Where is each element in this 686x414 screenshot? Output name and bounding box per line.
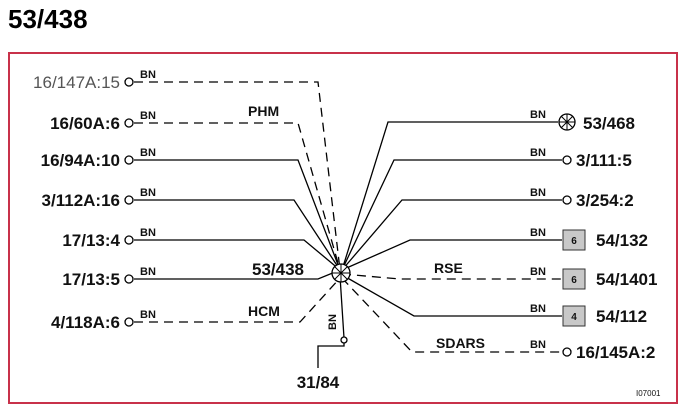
right-connector-label: 54/132 [596, 231, 648, 250]
diagram-frame [8, 52, 678, 404]
left-wire-1: 16/147A:15 BN [33, 69, 341, 271]
right-connector-label: 54/112 [596, 307, 647, 326]
figure-code: I07001 [636, 389, 661, 398]
lamp-icon [558, 113, 576, 131]
splice-label: 53/438 [252, 260, 304, 279]
right-wire-2: BN 3/111:5 [341, 147, 632, 271]
right-wire-5: RSE BN 6 54/1401 [341, 260, 657, 290]
ground-wire: BN 31/84 [297, 275, 348, 392]
wire-color-label: BN [140, 110, 156, 122]
page-title: 53/438 [8, 4, 88, 34]
wire-color-label: BN [140, 227, 156, 239]
right-wire-4: BN 6 54/132 [341, 227, 648, 271]
section-label-sdars: SDARS [436, 335, 485, 351]
left-wire-7: 4/118A:6 BN HCM [51, 277, 341, 332]
right-wire-3: BN 3/254:2 [341, 187, 634, 271]
right-connector-label: 16/145A:2 [576, 343, 655, 362]
connector-box-number: 6 [571, 236, 577, 247]
left-connector-label: 16/94A:10 [41, 151, 120, 170]
left-wire-4: 3/112A:16 BN [42, 187, 341, 271]
left-connector-label: 3/112A:16 [42, 191, 120, 210]
connector-box-number: 6 [571, 275, 577, 286]
wire-color-label: BN [140, 309, 156, 321]
ground-label: 31/84 [297, 373, 340, 392]
right-connector-label: 3/254:2 [576, 191, 634, 210]
section-label-phm: PHM [248, 103, 279, 119]
wire-color-label: BN [140, 69, 156, 81]
splice-icon [331, 263, 351, 283]
wire-color-label: BN [140, 266, 156, 278]
right-connector-label: 53/468 [583, 114, 635, 133]
wire-color-label: BN [327, 314, 339, 330]
wire-color-label: BN [140, 187, 156, 199]
connector-box-number: 4 [571, 312, 577, 323]
right-wire-6: BN 4 54/112 [343, 275, 647, 327]
connector-box [562, 305, 586, 327]
right-connector-label: 54/1401 [596, 270, 657, 289]
connector-box [562, 229, 586, 251]
left-connector-label: 17/13:4 [62, 231, 120, 250]
left-connector-label: 16/60A:6 [50, 114, 120, 133]
wire-color-label: BN [530, 339, 546, 351]
section-label-rse: RSE [434, 260, 463, 276]
wire-color-label: BN [140, 147, 156, 159]
left-wire-5: 17/13:4 BN [62, 227, 341, 271]
left-connector-label: 16/147A:15 [33, 73, 120, 92]
wire-color-label: BN [530, 266, 546, 278]
wire-color-label: BN [530, 147, 546, 159]
left-wire-3: 16/94A:10 BN [41, 147, 341, 271]
wire-color-label: BN [530, 303, 546, 315]
section-label-hcm: HCM [248, 303, 280, 319]
wire-color-label: BN [530, 227, 546, 239]
right-wire-7: SDARS BN 16/145A:2 [341, 277, 655, 362]
connector-box [562, 268, 586, 290]
right-wire-1: BN 53/468 [341, 109, 635, 271]
right-connector-label: 3/111:5 [576, 151, 632, 170]
left-wire-2: 16/60A:6 BN PHM [50, 103, 341, 271]
wire-color-label: BN [530, 187, 546, 199]
wire-color-label: BN [530, 109, 546, 121]
left-connector-label: 17/13:5 [62, 270, 120, 289]
left-connector-label: 4/118A:6 [51, 313, 120, 332]
